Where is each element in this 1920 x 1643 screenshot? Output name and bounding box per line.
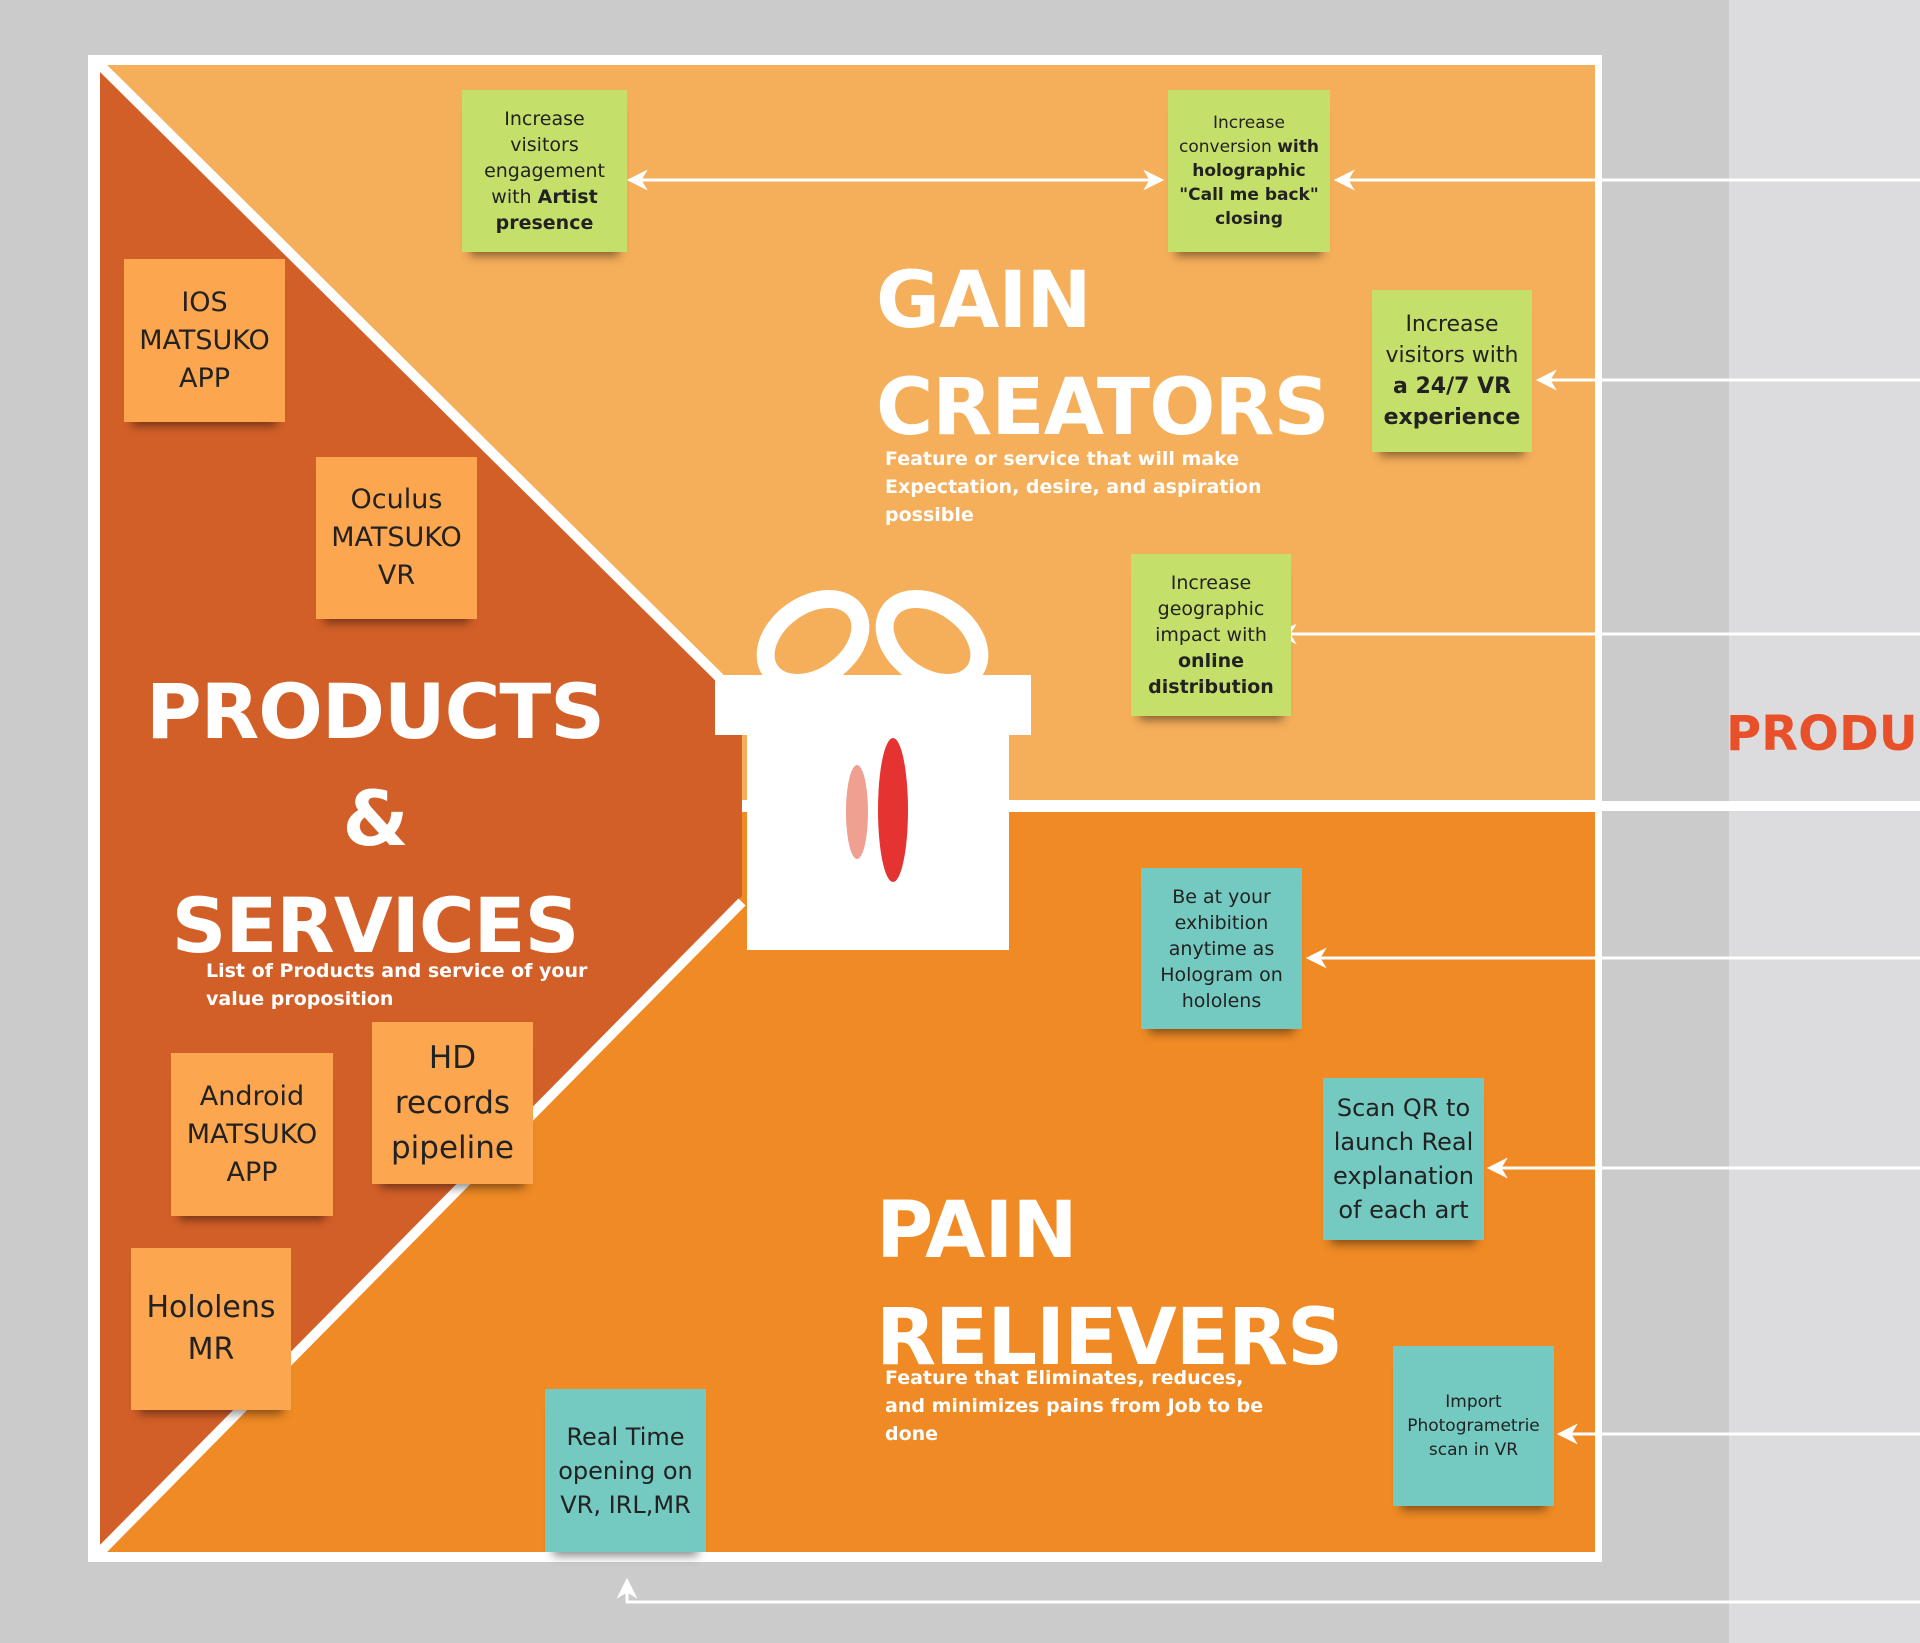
sticky-note-text: Increase visitors engagement with Artist… [484, 108, 605, 234]
products-services-subtitle: List of Products and service of your val… [206, 960, 588, 1010]
sticky-note-online-distribution[interactable]: Increase geographic impact with online d… [1131, 554, 1291, 716]
sticky-note-hologram-exhibition[interactable]: Be at your exhibition anytime as Hologra… [1141, 868, 1302, 1029]
sticky-note-vr-experience[interactable]: Increase visitors with a 24/7 VR experie… [1372, 290, 1532, 452]
gain-creators-subtitle: Feature or service that will make Expect… [885, 448, 1262, 526]
connector-arrows [616, 169, 1920, 1604]
products-services-title: PRODUCTS & SERVICES [146, 667, 605, 970]
gain-creators-title: GAIN CREATORS [876, 256, 1330, 453]
pain-relievers-subtitle: Feature that Eliminates, reduces, and mi… [885, 1367, 1264, 1445]
sticky-note-text: Increase visitors with a 24/7 VR experie… [1383, 312, 1521, 430]
sticky-note-photogrammetry[interactable]: Import Photogrametrie scan in VR [1393, 1346, 1554, 1506]
lower-divider-line [96, 898, 746, 1556]
sticky-note-hololens-mr[interactable]: Hololens MR [131, 1248, 291, 1410]
product-section-label: PRODUC [1726, 706, 1920, 762]
sticky-note-artist-presence[interactable]: Increase visitors engagement with Artist… [462, 90, 627, 252]
sticky-note-holographic-closing[interactable]: Increase conversion with holographic "Ca… [1168, 90, 1330, 252]
sticky-note-oculus-vr[interactable]: Oculus MATSUKO VR [316, 457, 477, 619]
sticky-note-text: Increase geographic impact with online d… [1148, 572, 1274, 698]
arrow-to-real-time-note [616, 1577, 1920, 1604]
sticky-note-ios-app[interactable]: IOS MATSUKO APP [124, 259, 285, 422]
upper-divider-line [96, 61, 746, 704]
pain-relievers-title: PAIN RELIEVERS [876, 1186, 1343, 1383]
gift-icon [715, 590, 1031, 950]
sticky-note-hd-records[interactable]: HD records pipeline [372, 1022, 533, 1184]
sticky-note-qr-scan[interactable]: Scan QR to launch Real explanation of ea… [1323, 1078, 1484, 1240]
sticky-note-android-app[interactable]: Android MATSUKO APP [171, 1053, 333, 1216]
right-panel [1729, 0, 1920, 1643]
sticky-note-text: Increase conversion with holographic "Ca… [1179, 113, 1319, 229]
sticky-note-real-time-opening[interactable]: Real Time opening on VR, IRL,MR [545, 1389, 706, 1552]
